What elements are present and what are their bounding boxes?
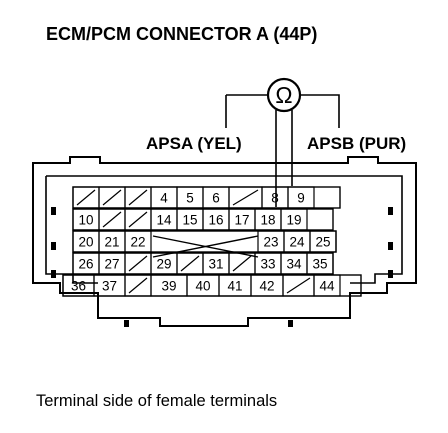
terminal-cavity bbox=[306, 252, 334, 275]
unused-terminal-slash bbox=[128, 277, 148, 294]
terminal-number-19: 19 bbox=[286, 213, 301, 228]
unused-terminal-slash bbox=[128, 255, 148, 272]
terminal-number-31: 31 bbox=[208, 257, 223, 272]
unused-terminal-slash bbox=[102, 189, 122, 206]
unused-terminal-slash bbox=[128, 189, 148, 206]
terminal-number-17: 17 bbox=[234, 213, 249, 228]
terminal-number-21: 21 bbox=[104, 235, 119, 250]
terminal-cavity bbox=[313, 274, 341, 297]
unused-terminal-slash bbox=[76, 189, 96, 206]
terminal-number-23: 23 bbox=[263, 235, 278, 250]
terminal-number-9: 9 bbox=[297, 191, 305, 206]
unused-terminal-slash bbox=[128, 211, 148, 228]
terminal-number-33: 33 bbox=[260, 257, 275, 272]
terminal-number-36: 36 bbox=[71, 279, 86, 294]
terminal-number-34: 34 bbox=[286, 257, 302, 272]
terminal-number-20: 20 bbox=[78, 235, 93, 250]
terminal-number-18: 18 bbox=[260, 213, 275, 228]
terminal-cavity bbox=[124, 230, 152, 253]
terminal-number-29: 29 bbox=[156, 257, 171, 272]
terminal-number-14: 14 bbox=[156, 213, 172, 228]
unused-terminal-slash bbox=[286, 277, 311, 294]
terminal-number-37: 37 bbox=[102, 279, 117, 294]
unused-terminal-slash bbox=[180, 255, 200, 272]
unused-terminal-slash bbox=[102, 211, 122, 228]
ohm-symbol: Ω bbox=[275, 82, 292, 108]
terminal-number-41: 41 bbox=[227, 279, 242, 294]
unused-cavity-mark bbox=[152, 235, 259, 258]
diagram-title: ECM/PCM CONNECTOR A (44P) bbox=[46, 24, 317, 44]
wire-label-apsa: APSA (YEL) bbox=[146, 134, 242, 153]
ohmmeter-icon bbox=[266, 77, 302, 113]
terminal-cavity bbox=[280, 208, 308, 231]
terminal-number-22: 22 bbox=[130, 235, 145, 250]
terminal-number-5: 5 bbox=[186, 191, 194, 206]
terminal-number-44: 44 bbox=[319, 279, 335, 294]
terminal-number-8: 8 bbox=[271, 191, 279, 206]
terminal-number-39: 39 bbox=[161, 279, 176, 294]
terminal-number-42: 42 bbox=[259, 279, 274, 294]
unused-terminal-slash bbox=[232, 255, 252, 272]
ohmmeter bbox=[225, 77, 340, 128]
terminal-grid: 4 5 6 8 9 10 14 15 16 17 18 19 20 21 22 23 24 25 26 27 29 31 3… bbox=[62, 186, 362, 297]
terminal-number-25: 25 bbox=[315, 235, 330, 250]
latch-tabs bbox=[51, 207, 393, 327]
terminal-number-16: 16 bbox=[208, 213, 223, 228]
terminal-number-6: 6 bbox=[212, 191, 220, 206]
terminal-number-15: 15 bbox=[182, 213, 197, 228]
caption: Terminal side of female terminals bbox=[36, 392, 277, 410]
terminal-cavity bbox=[309, 230, 337, 253]
terminal-number-35: 35 bbox=[312, 257, 327, 272]
unused-terminal-slash bbox=[232, 189, 259, 206]
terminal-cavity bbox=[287, 186, 315, 209]
terminal-number-26: 26 bbox=[78, 257, 93, 272]
terminal-number-27: 27 bbox=[104, 257, 119, 272]
terminal-number-40: 40 bbox=[195, 279, 210, 294]
wire-label-apsb: APSB (PUR) bbox=[307, 134, 406, 153]
terminal-number-10: 10 bbox=[78, 213, 93, 228]
meter-lead-right bbox=[300, 94, 340, 128]
terminal-number-24: 24 bbox=[289, 235, 305, 250]
terminal-number-4: 4 bbox=[160, 191, 168, 206]
